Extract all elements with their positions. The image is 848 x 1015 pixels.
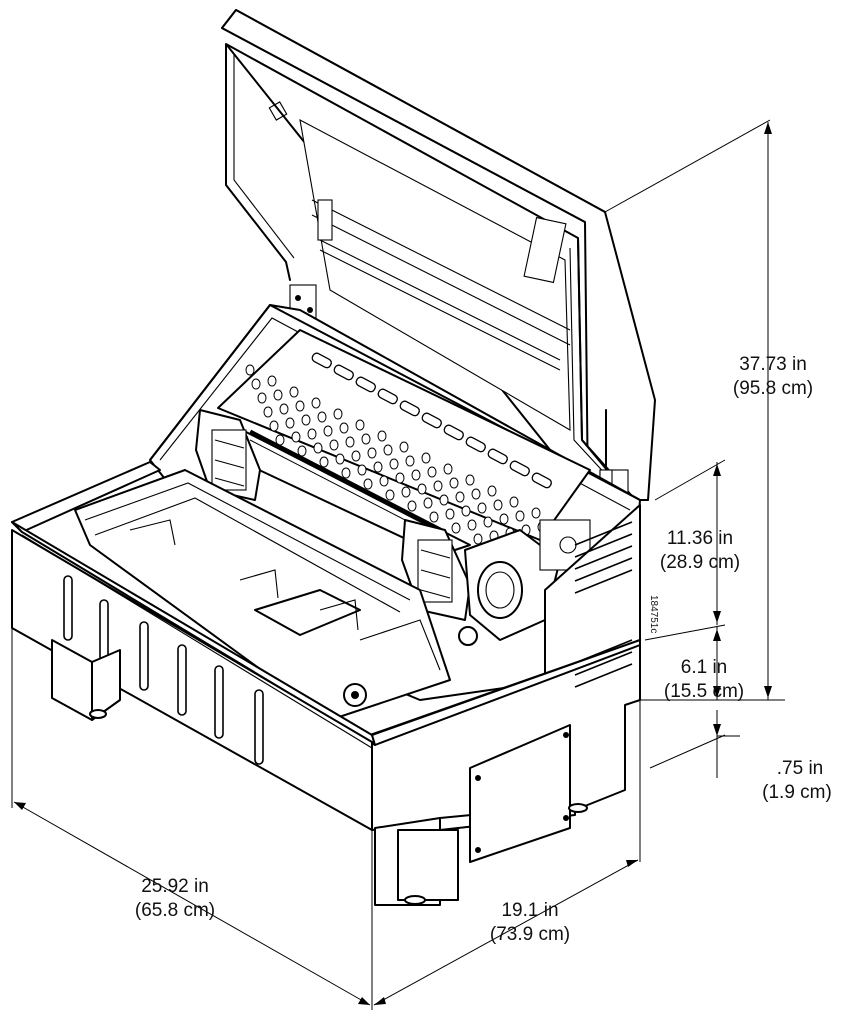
printer-stand [51,639,588,906]
printer-cabinet [11,461,641,831]
width-imperial: 25.92 in [141,876,209,897]
paper-basket [74,469,451,721]
dimension-label-upper-height: 11.36 in (28.9 cm) [660,528,740,573]
height-middle-imperial: 6.1 in [681,657,727,678]
depth-metric: (73.9 cm) [490,924,570,945]
dimension-label-foot-height: .75 in (1.9 cm) [762,758,832,803]
dimension-label-middle-height: 6.1 in (15.5 cm) [664,657,744,702]
height-upper-metric: (28.9 cm) [660,552,740,573]
height-foot-imperial: .75 in [777,758,823,779]
printer-cover-lid [221,9,656,511]
paper-tray-holes [245,364,547,545]
dimension-lines [11,119,785,1010]
height-total-metric: (95.8 cm) [733,378,813,399]
height-middle-metric: (15.5 cm) [664,681,744,702]
height-foot-metric: (1.9 cm) [762,782,832,803]
width-metric: (65.8 cm) [135,900,215,921]
paper-tray-slots [311,352,552,489]
depth-imperial: 19.1 in [501,900,558,921]
height-upper-imperial: 11.36 in [667,528,733,549]
figure-reference-number: 184751c [648,595,659,633]
height-total-imperial: 37.73 in [739,354,807,375]
dimension-label-width: 25.92 in (65.8 cm) [135,876,215,921]
dimension-label-depth: 19.1 in (73.9 cm) [490,900,570,945]
dimension-label-total-height: 37.73 in (95.8 cm) [733,354,813,399]
